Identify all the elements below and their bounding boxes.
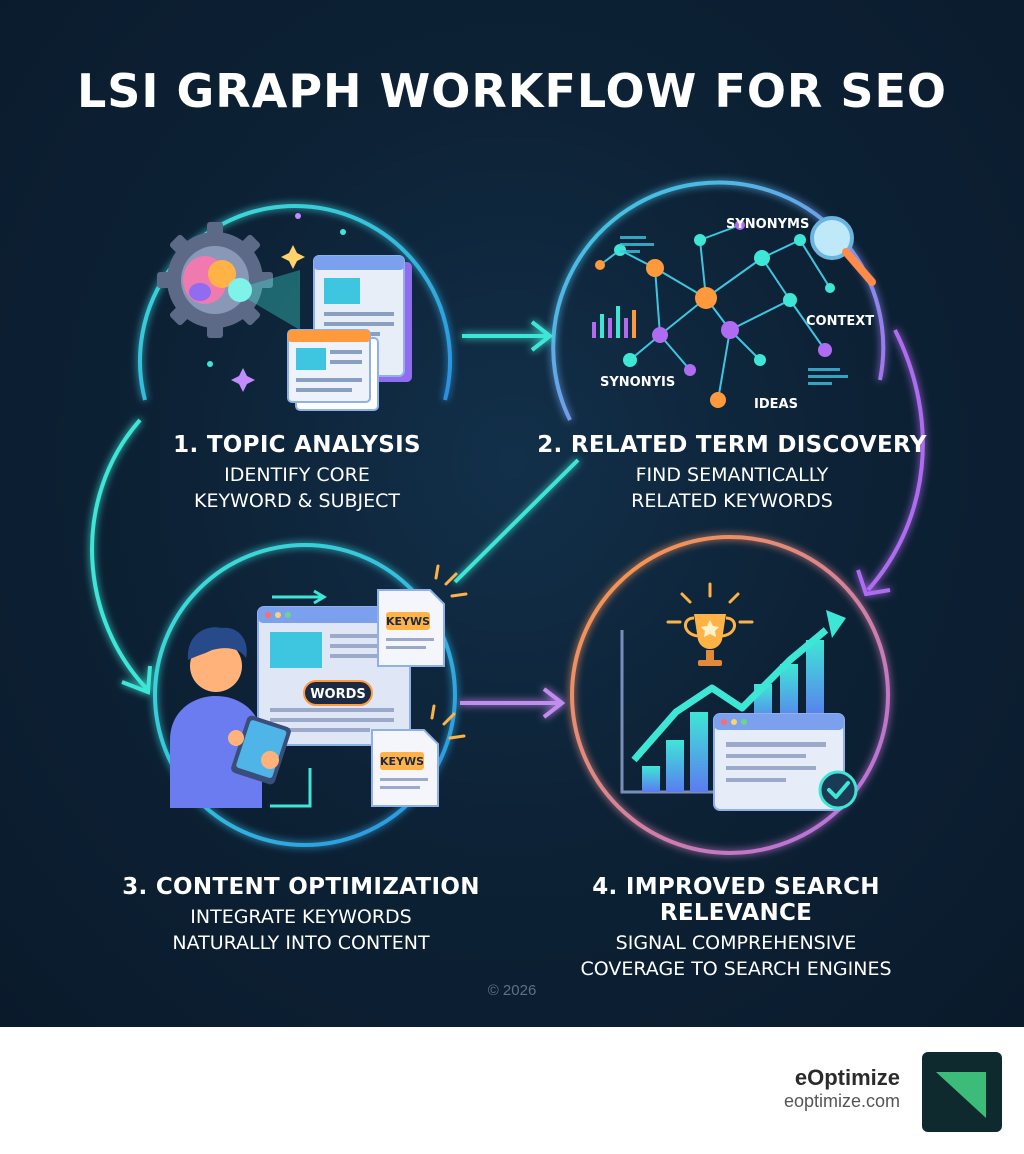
arrow-1-to-3 [90, 418, 152, 695]
keyword-tag-bottom: KEYWS [380, 755, 424, 768]
step-1-caption: 1. TOPIC ANALYSIS IDENTIFY CORE KEYWORD … [92, 432, 502, 514]
brand-url: eoptimize.com [783, 1091, 900, 1111]
sparkle-icon [207, 213, 346, 392]
step-description-line: SIGNAL COMPREHENSIVE [615, 932, 857, 954]
graph-label-context: CONTEXT [806, 314, 874, 329]
content-page-icon [257, 606, 411, 746]
brand-logo-icon [922, 1052, 1002, 1132]
graph-nodes [595, 220, 835, 408]
brain-gear-icon [157, 222, 300, 338]
keyword-doc-bottom: KEYWS [371, 729, 439, 807]
keyword-tag-top: KEYWS [386, 615, 430, 628]
sparkle-icon [281, 245, 305, 269]
arrow-1-to-2 [462, 320, 554, 352]
keyword-doc-top: KEYWS [377, 589, 445, 667]
step-3-caption: 3. CONTENT OPTIMIZATION INTEGRATE KEYWOR… [96, 874, 506, 956]
text-line-decor [620, 236, 848, 385]
flow-arrow-decor [270, 589, 327, 808]
workflow-artwork: SYNONYMS CONTEXT SYNONYIS IDEAS WORDS KE [90, 180, 925, 855]
step-heading: 4. IMPROVED SEARCH RELEVANCE [592, 874, 880, 926]
step-description-line: INTEGRATE KEYWORDS [190, 906, 412, 928]
step-description-line: FIND SEMANTICALLY [635, 464, 829, 486]
mini-bar-icon [592, 306, 636, 338]
checkmark-icon [818, 770, 858, 810]
trophy-icon [684, 614, 736, 666]
graph-label-synonyis: SYNONYIS [600, 375, 675, 390]
brand-name: eOptimize [794, 1065, 900, 1090]
step-4-caption: 4. IMPROVED SEARCH RELEVANCE SIGNAL COMP… [522, 874, 950, 982]
circle-step-4 [570, 535, 890, 855]
spark-rays-icon [430, 564, 468, 740]
page-title: LSI GRAPH WORKFLOW FOR SEO [76, 64, 948, 118]
copyright-notice: © 2026 [487, 982, 537, 999]
step-description-line: IDENTIFY CORE [224, 464, 370, 486]
step-description-line: NATURALLY INTO CONTENT [172, 932, 430, 954]
step-heading: 2. RELATED TERM DISCOVERY [537, 432, 927, 458]
trophy-rays-icon [666, 582, 754, 624]
step-description-line: COVERAGE TO SEARCH ENGINES [580, 958, 892, 980]
infographic-panel: SYNONYMS CONTEXT SYNONYIS IDEAS WORDS KE [0, 0, 1024, 1027]
circle-step-1 [138, 204, 452, 401]
magnifier-icon [810, 216, 876, 286]
graph-label-ideas: IDEAS [754, 397, 798, 412]
words-tag-label: WORDS [310, 687, 366, 702]
arrow-3-to-4 [460, 687, 566, 719]
person-icon [170, 627, 291, 808]
arrow-2-to-4 [856, 329, 925, 597]
brand-footer: eOptimize eoptimize.com [0, 1027, 1024, 1154]
step-description-line: RELATED KEYWORDS [631, 490, 833, 512]
chart-axes [620, 630, 720, 794]
step-heading: 1. TOPIC ANALYSIS [173, 432, 421, 458]
circle-step-3 [153, 543, 457, 847]
search-result-card-icon [713, 713, 845, 811]
arrow-2-to-3-diagonal [453, 458, 580, 584]
step-heading: 3. CONTENT OPTIMIZATION [122, 874, 480, 900]
step-description-line: KEYWORD & SUBJECT [193, 490, 401, 512]
trend-arrow-icon [631, 610, 846, 763]
graph-label-synonyms: SYNONYMS [726, 217, 809, 232]
step-2-caption: 2. RELATED TERM DISCOVERY FIND SEMANTICA… [520, 432, 944, 514]
article-document-icon [287, 329, 379, 411]
words-tag: WORDS [303, 680, 373, 706]
